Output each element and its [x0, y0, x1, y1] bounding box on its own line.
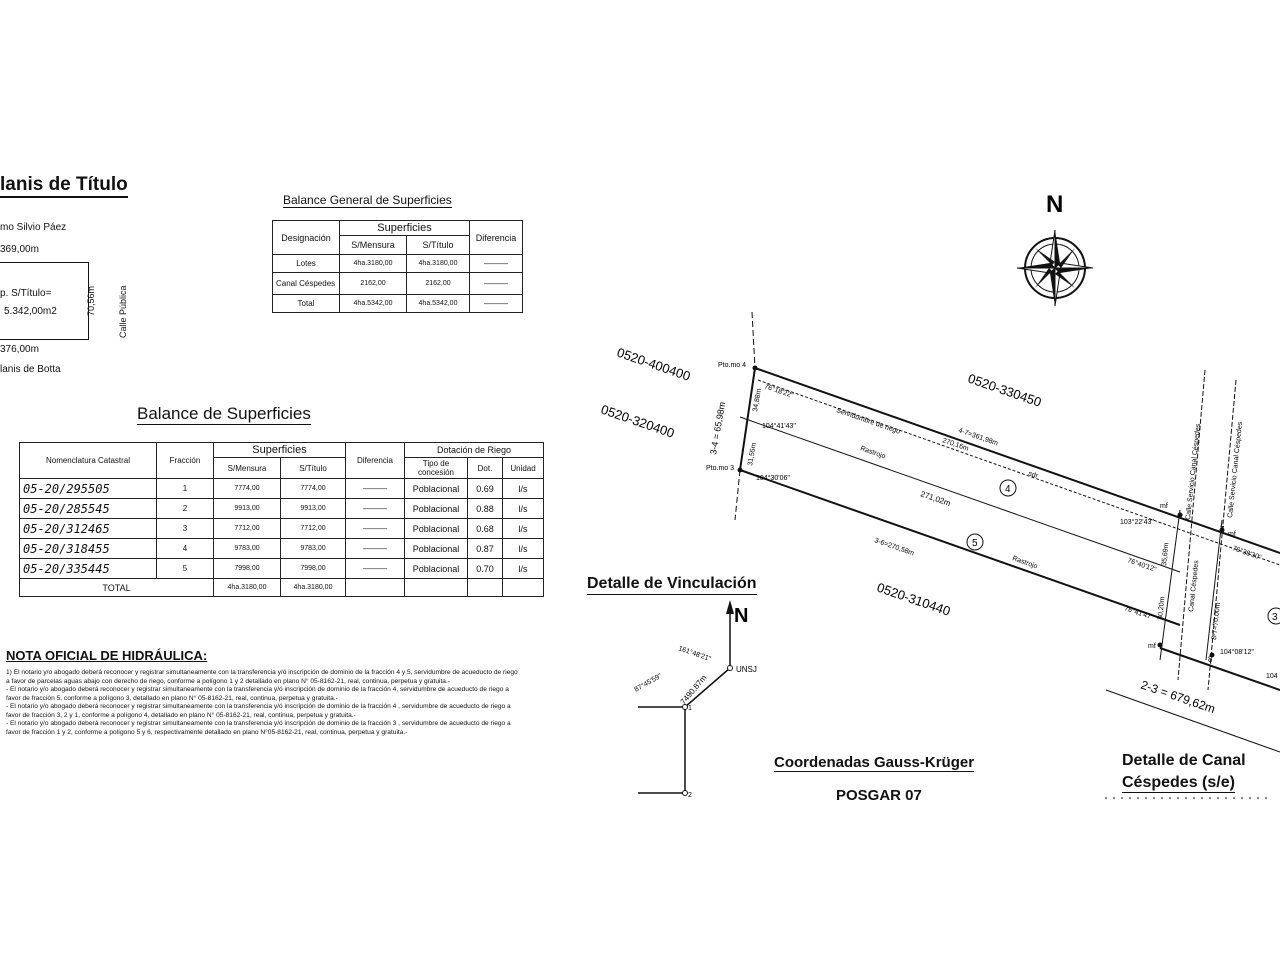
hdr-fraccion: Fracción: [156, 442, 214, 479]
balance-table: Nomenclatura Catastral Fracción Superfic…: [19, 442, 544, 597]
segment-length: 31,55m: [747, 442, 758, 466]
edge-label: 104: [1266, 673, 1278, 680]
note-paragraph: - El notario y/o abogado deberá reconoce…: [6, 686, 509, 702]
angle-label: 76°41'47": [1123, 604, 1154, 621]
lot-number: 4: [1005, 484, 1011, 495]
parcel-code: 0520-310440: [875, 580, 952, 619]
lot-circle: [999, 479, 1017, 497]
monument-label: mf: [1160, 503, 1168, 510]
parcel-area: 5.342,00m2: [4, 306, 57, 317]
vertex-marker: [727, 665, 733, 671]
coords-title: Coordenadas Gauss-Krüger: [774, 754, 975, 772]
side-length: 2-3 = 679,62m: [1139, 678, 1217, 717]
parcel-code: 0520-330450: [966, 371, 1043, 410]
lot-number: 5: [972, 538, 978, 549]
total-mensura: 4ha.3180,00: [213, 578, 281, 597]
point-label: Pto.mo 3: [706, 465, 734, 472]
monument-label: mf: [1148, 643, 1156, 650]
note-title: NOTA OFICIAL DE HIDRÁULICA:: [6, 648, 208, 663]
monument-marker: [752, 365, 758, 371]
total-label: TOTAL: [19, 578, 214, 597]
monument-marker: [737, 467, 743, 473]
crop-label: Rastrojo: [1011, 555, 1038, 570]
street-label: Calle Servicio Canal Céspedes: [1227, 421, 1244, 518]
note-paragraph: - El notario y/o abogado deberá reconoce…: [6, 703, 511, 719]
point-label: 2: [688, 792, 692, 799]
monument-marker: [1177, 512, 1183, 518]
angle-label: 161°48'21": [677, 644, 712, 663]
dim-top: 369,00m: [0, 244, 39, 255]
angle-label: 76°18'22": [763, 382, 794, 399]
lot-circle: [1267, 607, 1280, 625]
lot-circle: [966, 533, 984, 551]
vinculacion-north: N: [734, 605, 748, 627]
angle-label: 87°45'59": [633, 672, 663, 694]
balance-title: Balance de Superficies: [137, 404, 311, 425]
point-label: 8: [1208, 655, 1213, 664]
segment-length: 8-7=70,00m: [1211, 602, 1222, 640]
crop-label: Rastrojo: [859, 445, 886, 460]
parcel-code: 0520-320400: [599, 402, 676, 441]
general-balance-title: Balance General de Superficies: [283, 193, 452, 208]
coords-subtitle: POSGAR 07: [836, 787, 922, 804]
parcel-label: p. S/Título=: [0, 288, 52, 299]
vinculacion-lines: [638, 610, 731, 794]
segment-length: 35,69m: [1161, 542, 1170, 566]
monument-marker: [1157, 642, 1163, 648]
note-body: 1) El notario y/o abogado deberá reconoc…: [6, 669, 518, 737]
point-label: 7: [1220, 525, 1225, 534]
hdr-superficies: Superficies: [213, 442, 346, 458]
hdr-designacion: Designación: [272, 220, 340, 255]
angle-label: 76°38'30": [1231, 544, 1262, 561]
side-length: 3-6=270,58m: [873, 537, 915, 557]
note-paragraph: - El notario y/o abogado deberá reconoce…: [6, 720, 511, 736]
owner-name: mo Silvio Páez: [0, 222, 67, 233]
neighbor-name: lanis de Botta: [0, 364, 61, 375]
lot-number: 3: [1272, 612, 1278, 623]
vertex-marker: [682, 790, 688, 796]
parcel-lines: [734, 311, 1280, 799]
segment-length: 30,20m: [1157, 596, 1166, 620]
vinculacion-title: Detalle de Vinculación: [587, 575, 757, 595]
monument-marker: [1209, 652, 1215, 658]
segment-length: 34,88m: [752, 388, 763, 412]
side-length: 3-4 = 65,98m: [708, 401, 727, 455]
canal-detail-title-1: Detalle de Canal: [1122, 752, 1246, 769]
angle-label: 104°30'06": [756, 474, 790, 482]
angle-label: 103°22'43": [1120, 518, 1154, 526]
row-diferencia: ———: [469, 294, 523, 313]
vertex-marker: [682, 704, 688, 710]
general-balance-table: Designación Superficies Diferencia S/Men…: [272, 220, 523, 313]
nomenclatura-cell: 05-20/318455: [19, 538, 157, 559]
empty-cell: [502, 578, 544, 597]
north-letter: N: [1046, 191, 1063, 218]
side-length: 271,02m: [919, 489, 952, 508]
monument-label: mf: [1228, 531, 1236, 538]
angle-label: 104°08'12": [1220, 648, 1254, 656]
angle-label: 104°41'43": [762, 422, 796, 430]
point-label: Pto.mo 4: [718, 362, 746, 369]
hdr-s-titulo: S/Título: [280, 457, 346, 479]
monument-marker: [1219, 527, 1225, 533]
hdr-diferencia: Diferencia: [469, 220, 523, 255]
parcel-code: 0520-400400: [615, 345, 692, 384]
point-label: UNSJ: [736, 665, 757, 674]
easement-label: Servidumbre de riego: [835, 407, 901, 435]
parcel-box: [0, 262, 89, 340]
canal-label: Canal Céspedes: [1188, 560, 1200, 613]
title-fragment: lanis de Título: [0, 174, 128, 198]
point-label: 1: [688, 705, 692, 712]
dim-bottom: 376,00m: [0, 344, 39, 355]
sdr-label: sdr: [1027, 470, 1039, 480]
north-arrow-icon: [726, 600, 734, 614]
note-paragraph: 1) El notario y/o abogado deberá reconoc…: [6, 669, 518, 685]
canal-detail-title-2: Céspedes (s/e): [1122, 774, 1235, 793]
compass-rose-icon: [1016, 229, 1094, 307]
